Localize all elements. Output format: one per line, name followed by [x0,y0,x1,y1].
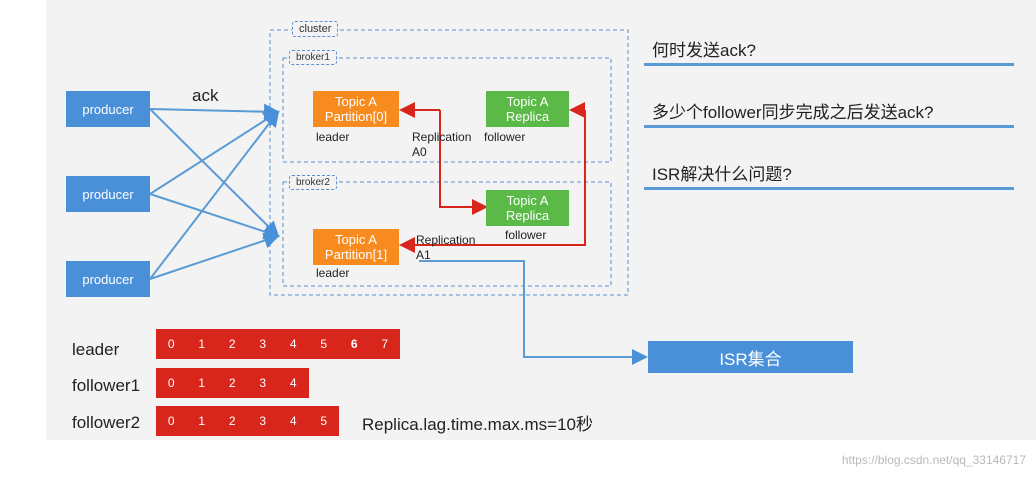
question-3-underline [644,187,1014,190]
offset-cell: 3 [259,337,267,351]
offset-cell: 2 [228,376,236,390]
question-1-underline [644,63,1014,66]
offset-cell: 1 [198,376,206,390]
cluster-label: cluster [292,21,339,37]
question-2-underline [644,125,1014,128]
question-3: ISR解决什么问题? [652,165,792,184]
log-bar-follower1: 0 1 2 3 4 [156,368,309,398]
log-label-leader: leader [72,340,120,359]
offset-cell: 5 [320,337,328,351]
partition1-box: Topic A Partition[1] [313,229,399,265]
offset-cell: 0 [167,414,175,428]
isr-set-box: ISR集合 [648,341,853,373]
producer-box-3: producer [66,261,150,297]
ack-label: ack [192,86,219,105]
log-label-follower1: follower1 [72,376,141,395]
log-label-follower2: follower2 [72,413,141,432]
replica0-role: follower [484,130,526,144]
replica1-role: follower [505,228,547,242]
question-2: 多少个follower同步完成之后发送ack? [652,103,934,122]
offset-cell: 3 [259,414,267,428]
offset-cell: 1 [198,414,206,428]
offset-cell: 0 [167,376,175,390]
question-1: 何时发送ack? [652,41,756,60]
partition0-box: Topic A Partition[0] [313,91,399,127]
replication-a0-label: Replication A0 [412,130,472,159]
partition0-role: leader [316,130,350,144]
offset-cell: 4 [289,337,297,351]
offset-cell: 4 [289,414,297,428]
offset-cell: 6 [350,337,358,351]
broker2-label: broker2 [289,175,337,190]
log-bar-leader: 0 1 2 3 4 5 6 7 [156,329,400,359]
replica1-box: Topic A Replica [486,190,569,226]
offset-cell: 5 [320,414,328,428]
offset-cell: 2 [228,337,236,351]
producer-box-1: producer [66,91,150,127]
broker1-label: broker1 [289,50,337,65]
offset-cell: 1 [198,337,206,351]
partition1-role: leader [316,266,350,280]
replication-a1-label: Replication A1 [416,233,476,262]
replica0-box: Topic A Replica [486,91,569,127]
offset-cell: 7 [381,337,389,351]
producer-box-2: producer [66,176,150,212]
offset-cell: 3 [259,376,267,390]
watermark-url: https://blog.csdn.net/qq_33146717 [841,453,1026,467]
offset-cell: 2 [228,414,236,428]
lag-config-note: Replica.lag.time.max.ms=10秒 [362,415,594,434]
log-bar-follower2: 0 1 2 3 4 5 [156,406,339,436]
offset-cell: 4 [289,376,297,390]
offset-cell: 0 [167,337,175,351]
